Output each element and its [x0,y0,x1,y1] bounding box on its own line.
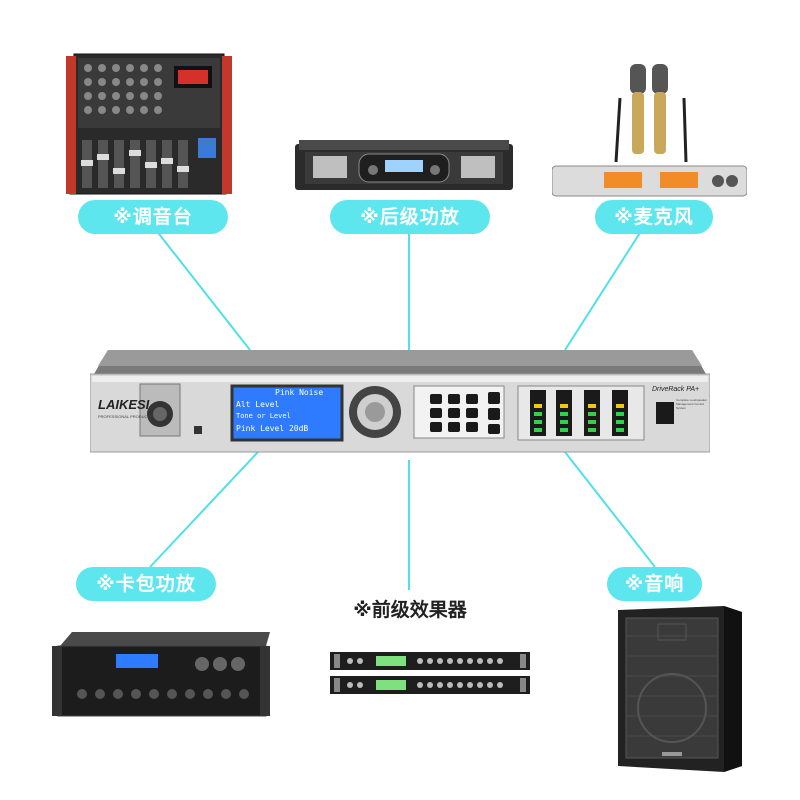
line-microphone [564,224,646,351]
speaker-image [618,606,742,772]
processor-brand: LAIKESI [98,397,150,412]
label-karaoke-amp: ※卡包功放 [76,567,216,601]
processor-lcd-line-2: Alt Level [236,400,280,409]
processor-model-sub: Complete Loudspeaker Management Control … [676,398,708,410]
karaoke-amp-image [52,632,270,717]
label-mixer: ※调音台 [78,200,228,234]
effects-image [330,652,530,694]
mixer-image [66,53,232,195]
label-speaker: ※音响 [607,567,702,601]
line-mixer [151,224,251,351]
microphone-image [552,64,747,197]
line-karaoke-amp [149,451,259,568]
processor-lcd-line-1: Pink Noise [275,388,324,397]
label-power-amp: ※后级功放 [330,200,490,234]
power-amp-image [295,140,513,190]
processor-brand-sub: PROFESSIONAL PRODUCTS [98,414,153,419]
processor-lcd-line-4: Pink Level 20dB [236,424,309,433]
processor-model: DriveRack PA+ [652,386,700,393]
line-speaker [564,451,656,568]
speaker-processor: LAIKESI PROFESSIONAL PRODUCTS Pink Noise… [90,350,710,455]
label-microphone: ※麦克风 [595,200,713,234]
processor-lcd-line-3: Tone or Level [236,412,291,420]
label-effects: ※前级效果器 [353,599,467,621]
